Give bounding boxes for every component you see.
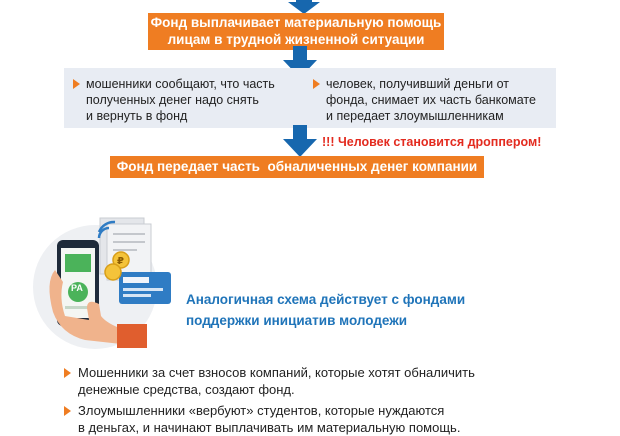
fund-payment-box: Фонд выплачивает материальную помощь лиц… <box>148 13 444 50</box>
list-item-line: Злоумышленники «вербуют» студентов, кото… <box>78 403 445 418</box>
panel-left-line: полученных денег надо снять <box>86 93 259 107</box>
fund-payment-line1: Фонд выплачивает материальную помощь <box>150 15 442 30</box>
triangle-bullet-icon <box>64 406 71 416</box>
dropper-warning: !!! Человек становится дроппером! <box>322 135 541 149</box>
youth-fund-heading: Аналогичная схема действует с фондами по… <box>186 289 465 331</box>
scheme-list-item: Мошенники за счет взносов компаний, кото… <box>64 364 604 398</box>
panel-right-line: и передает злоумышленникам <box>326 109 504 123</box>
scheme-list-item: Злоумышленники «вербуют» студентов, кото… <box>64 402 604 436</box>
phone-ruble-label: PA <box>71 283 83 293</box>
list-item-line: в деньгах, и начинают выплачивать им мат… <box>78 420 461 435</box>
fund-payment-line2: лицам в трудной жизненной ситуации <box>167 32 425 47</box>
triangle-bullet-icon <box>64 368 71 378</box>
panel-left-line: и вернуть в фонд <box>86 109 188 123</box>
down-arrow-icon-top <box>288 0 320 14</box>
hand-icon <box>49 270 125 344</box>
panel-left-line: мошенники сообщают, что часть <box>86 77 275 91</box>
warning-marks: !!! <box>322 135 335 149</box>
panel-right-line: фонда, снимает их часть банкомате <box>326 93 536 107</box>
panel-right-item: человек, получивший деньги от фонда, сни… <box>313 76 553 124</box>
youth-fund-heading-line2: поддержки инициатив молодежи <box>186 313 408 328</box>
list-item-line: денежные средства, создают фонд. <box>78 382 295 397</box>
triangle-bullet-icon <box>313 79 320 89</box>
panel-right-line: человек, получивший деньги от <box>326 77 509 91</box>
ruble-coin-icon <box>104 251 130 281</box>
fund-transfer-text: Фонд передает часть обналиченных денег к… <box>116 159 478 174</box>
bank-card-icon <box>119 272 171 304</box>
list-item-line: Мошенники за счет взносов компаний, кото… <box>78 365 475 380</box>
sleeve-icon <box>117 324 147 348</box>
wifi-signal-icon <box>97 220 116 239</box>
panel-left-item: мошенники сообщают, что часть полученных… <box>73 76 293 124</box>
youth-fund-heading-line1: Аналогичная схема действует с фондами <box>186 292 466 307</box>
down-arrow-icon-bottom <box>283 125 317 157</box>
warning-text: Человек становится дроппером! <box>337 135 542 149</box>
fund-transfer-box: Фонд передает часть обналиченных денег к… <box>110 156 484 178</box>
triangle-bullet-icon <box>73 79 80 89</box>
ruble-coin-symbol: ₽ <box>117 256 124 267</box>
down-arrow-icon-middle <box>283 46 317 78</box>
scheme-panel <box>64 68 556 128</box>
phone-payment-illustration: ₽ <box>33 217 171 349</box>
